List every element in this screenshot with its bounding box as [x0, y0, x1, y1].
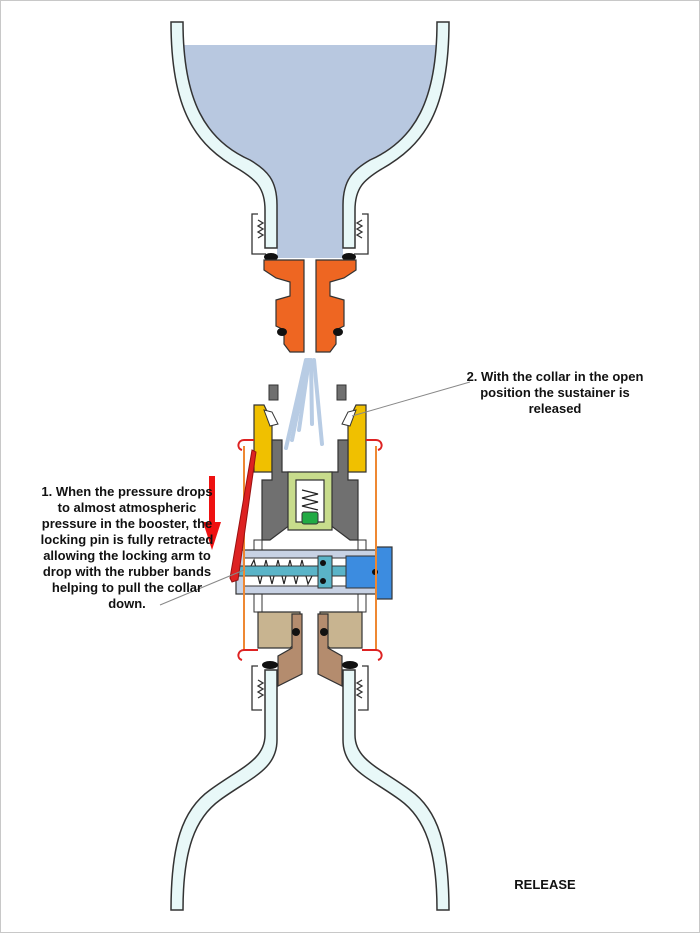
piston-seal-top	[320, 560, 326, 566]
water-jets	[284, 358, 324, 450]
upper-right-thread	[354, 213, 369, 255]
right-latch-finger	[341, 409, 357, 427]
down-arrow-icon	[203, 476, 221, 550]
lower-left-oring	[292, 628, 300, 636]
state-label: RELEASE	[514, 877, 576, 892]
coil-spring-icon	[301, 489, 319, 511]
lower-bottle-left-wall	[170, 669, 278, 911]
lower-left-seal	[262, 661, 278, 669]
lower-bottle	[170, 661, 450, 911]
left-lower-hook	[237, 649, 258, 661]
upper-bottle	[170, 21, 450, 261]
callout-1-leader	[159, 569, 245, 606]
lower-bottle-right-wall	[342, 669, 450, 911]
right-top-block	[336, 384, 347, 401]
upper-left-seal	[264, 253, 278, 261]
left-body	[261, 439, 291, 541]
left-latch-finger	[263, 409, 279, 427]
left-top-block	[268, 384, 279, 401]
water	[183, 45, 436, 258]
upper-nozzle	[263, 259, 357, 353]
upper-nozzle-right	[315, 259, 357, 353]
lower-left-thread	[251, 665, 265, 711]
end-cap	[345, 555, 377, 589]
left-upper-hook	[237, 439, 254, 451]
upper-left-thread	[251, 213, 266, 255]
upper-bottle-right-wall	[342, 21, 450, 249]
piston-head	[375, 546, 393, 600]
piston-seal-bottom	[320, 578, 326, 584]
release-mechanism	[229, 384, 393, 687]
lower-right-oring	[320, 628, 328, 636]
right-lower-hook	[362, 649, 383, 661]
pin-tip	[301, 511, 319, 525]
right-body	[329, 439, 359, 541]
locking-arm	[229, 449, 257, 583]
callout-collar-open: 2. With the collar in the open position …	[466, 369, 644, 416]
upper-right-seal	[342, 253, 356, 261]
nozzle-left-oring	[277, 328, 287, 336]
upper-nozzle-left	[263, 259, 305, 353]
upper-bottle-left-wall	[170, 21, 278, 249]
nozzle-right-oring	[333, 328, 343, 336]
lower-right-seal	[342, 661, 358, 669]
right-upper-hook	[366, 439, 383, 451]
pin-housing	[287, 471, 333, 531]
lower-right-thread	[355, 665, 369, 711]
callout-2-leader	[351, 381, 471, 417]
callout-pressure-drop: 1. When the pressure drops to almost atm…	[40, 484, 214, 611]
